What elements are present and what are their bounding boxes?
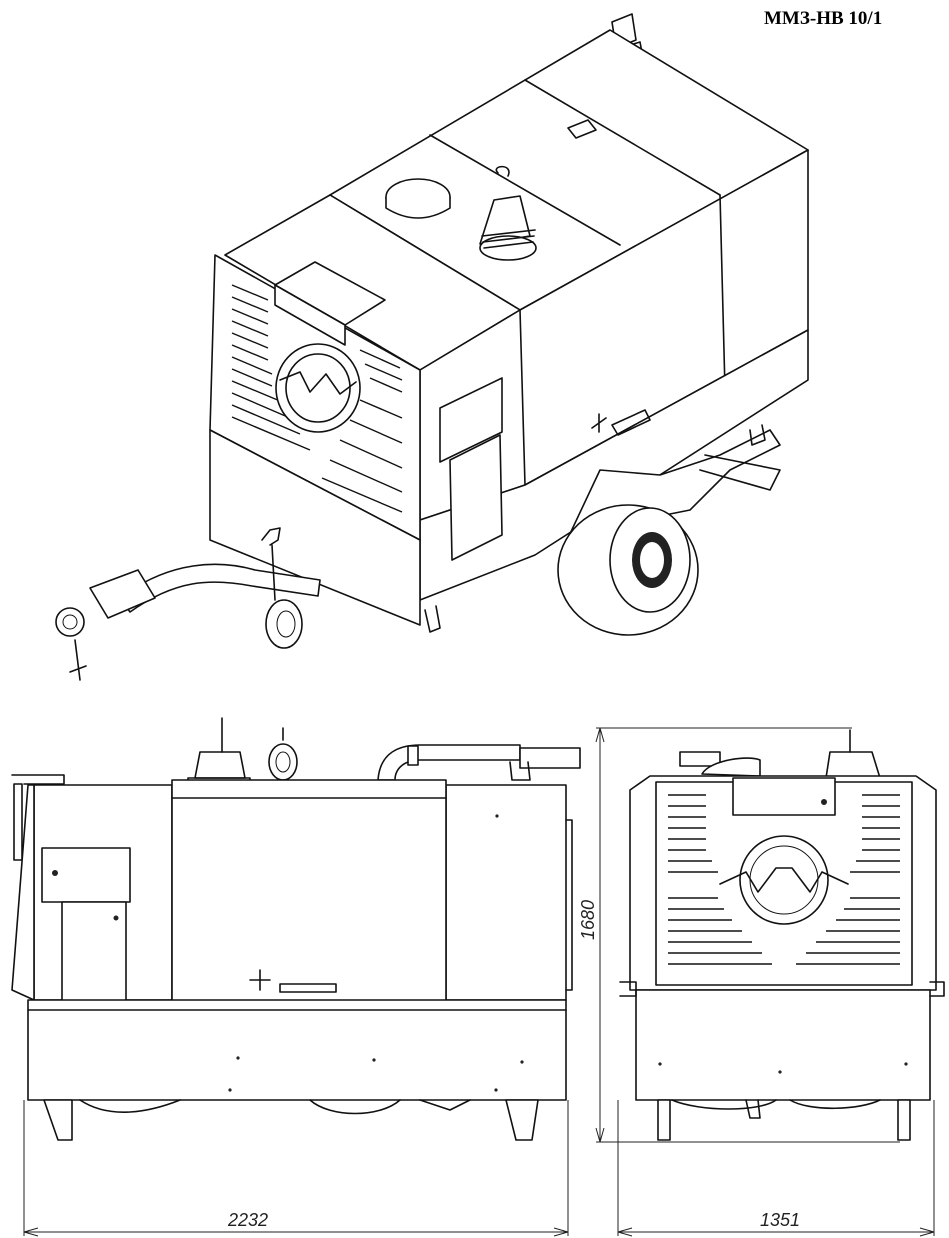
front-grille xyxy=(231,284,403,513)
front-view-grille xyxy=(668,794,900,965)
side-view xyxy=(11,717,581,1141)
front-view xyxy=(619,729,945,1141)
length-label: 2232 xyxy=(227,1210,268,1230)
lifting-eye xyxy=(268,743,298,781)
drawing-title: ММЗ-НВ 10/1 xyxy=(764,8,883,29)
center-panel xyxy=(171,779,447,1016)
height-label: 1680 xyxy=(578,900,598,940)
logo-emblem xyxy=(275,343,361,433)
drawbar xyxy=(119,563,321,613)
dimension-length xyxy=(23,1100,569,1237)
front-view-logo xyxy=(739,835,829,925)
jockey-wheel xyxy=(265,599,303,649)
isometric-view xyxy=(55,13,809,681)
dimension-height xyxy=(595,727,900,1143)
side-door xyxy=(439,377,503,463)
dimension-width xyxy=(617,1100,935,1237)
width-label: 1351 xyxy=(760,1210,800,1230)
